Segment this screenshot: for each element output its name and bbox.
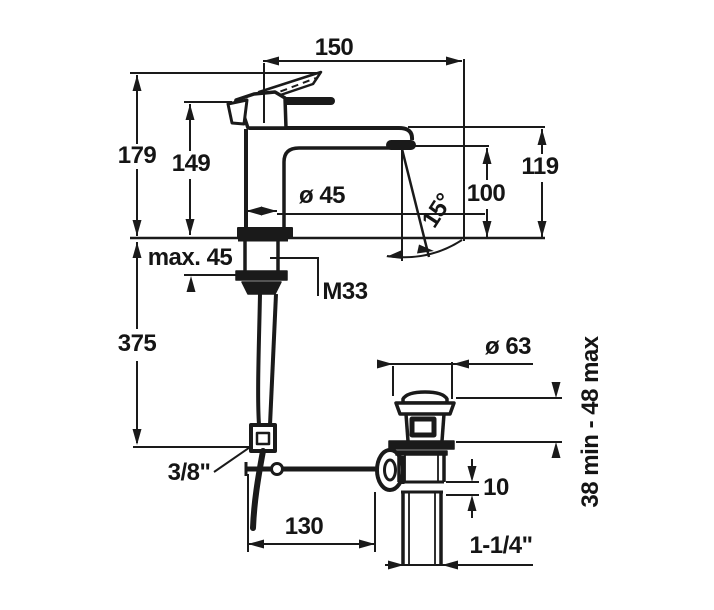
supply-hose [249,293,278,531]
hose-lower [250,448,266,531]
tube-lower-inner [408,492,436,565]
tube-lower-edges [401,492,443,565]
waste-cap-dome [401,390,449,405]
body-right-and-spout-underside [282,146,391,237]
dim-spout-top-height-label: 119 [521,153,559,180]
hose-fitting-inner [255,431,271,446]
pop-up-rod [244,448,405,492]
dim-rod-length-label: 130 [284,513,324,540]
spout-top-edge [249,126,415,141]
dim-body-diameter-label: ø 45 [298,182,346,209]
dim-supply-connection-label: 3/8" [167,459,211,486]
mounting-flange [235,270,288,281]
mounting-shank [235,238,288,295]
hose-fitting [249,423,277,453]
knob-side-facet [226,98,249,126]
spray-angle-ray [400,148,431,258]
dim-deck-range-label: 38 min - 48 max [577,336,604,508]
rod-pivot [270,462,284,476]
tube-upper-inner [404,455,439,482]
dimension-arrowheads [132,56,561,570]
dim-spout-reach-label: 150 [314,34,354,61]
tube-upper-edges [397,455,446,482]
dim-waste-flange-label: ø 63 [484,333,532,360]
mounting-cone [241,281,282,295]
lever-centerline-dashed [257,77,317,101]
waste-neck-right [440,413,446,442]
locknut-lip [395,450,448,456]
dim-total-height-label: 179 [117,142,157,169]
dim-body-height-label: 149 [171,150,211,177]
waste-neck-left [404,413,410,442]
dim-max-deck-label: max. 45 [147,244,233,271]
dim-waste-thread-label: 1-1/4" [469,532,533,559]
dim-body-thread-label: M33 [322,278,368,305]
waste-cap-brim [394,401,456,416]
lever-handle [226,70,335,130]
faucet-body [237,126,416,239]
body-base-plate [237,227,293,239]
collar-band [399,480,444,494]
locknut [388,440,455,450]
dim-hose-length-label: 375 [117,330,157,357]
ball-joint-inner [383,458,397,482]
dim-outlet-height-label: 100 [466,180,506,207]
overflow-window [409,416,437,438]
dim-collar-height-label: 10 [483,474,509,501]
waste-assembly [388,390,456,565]
